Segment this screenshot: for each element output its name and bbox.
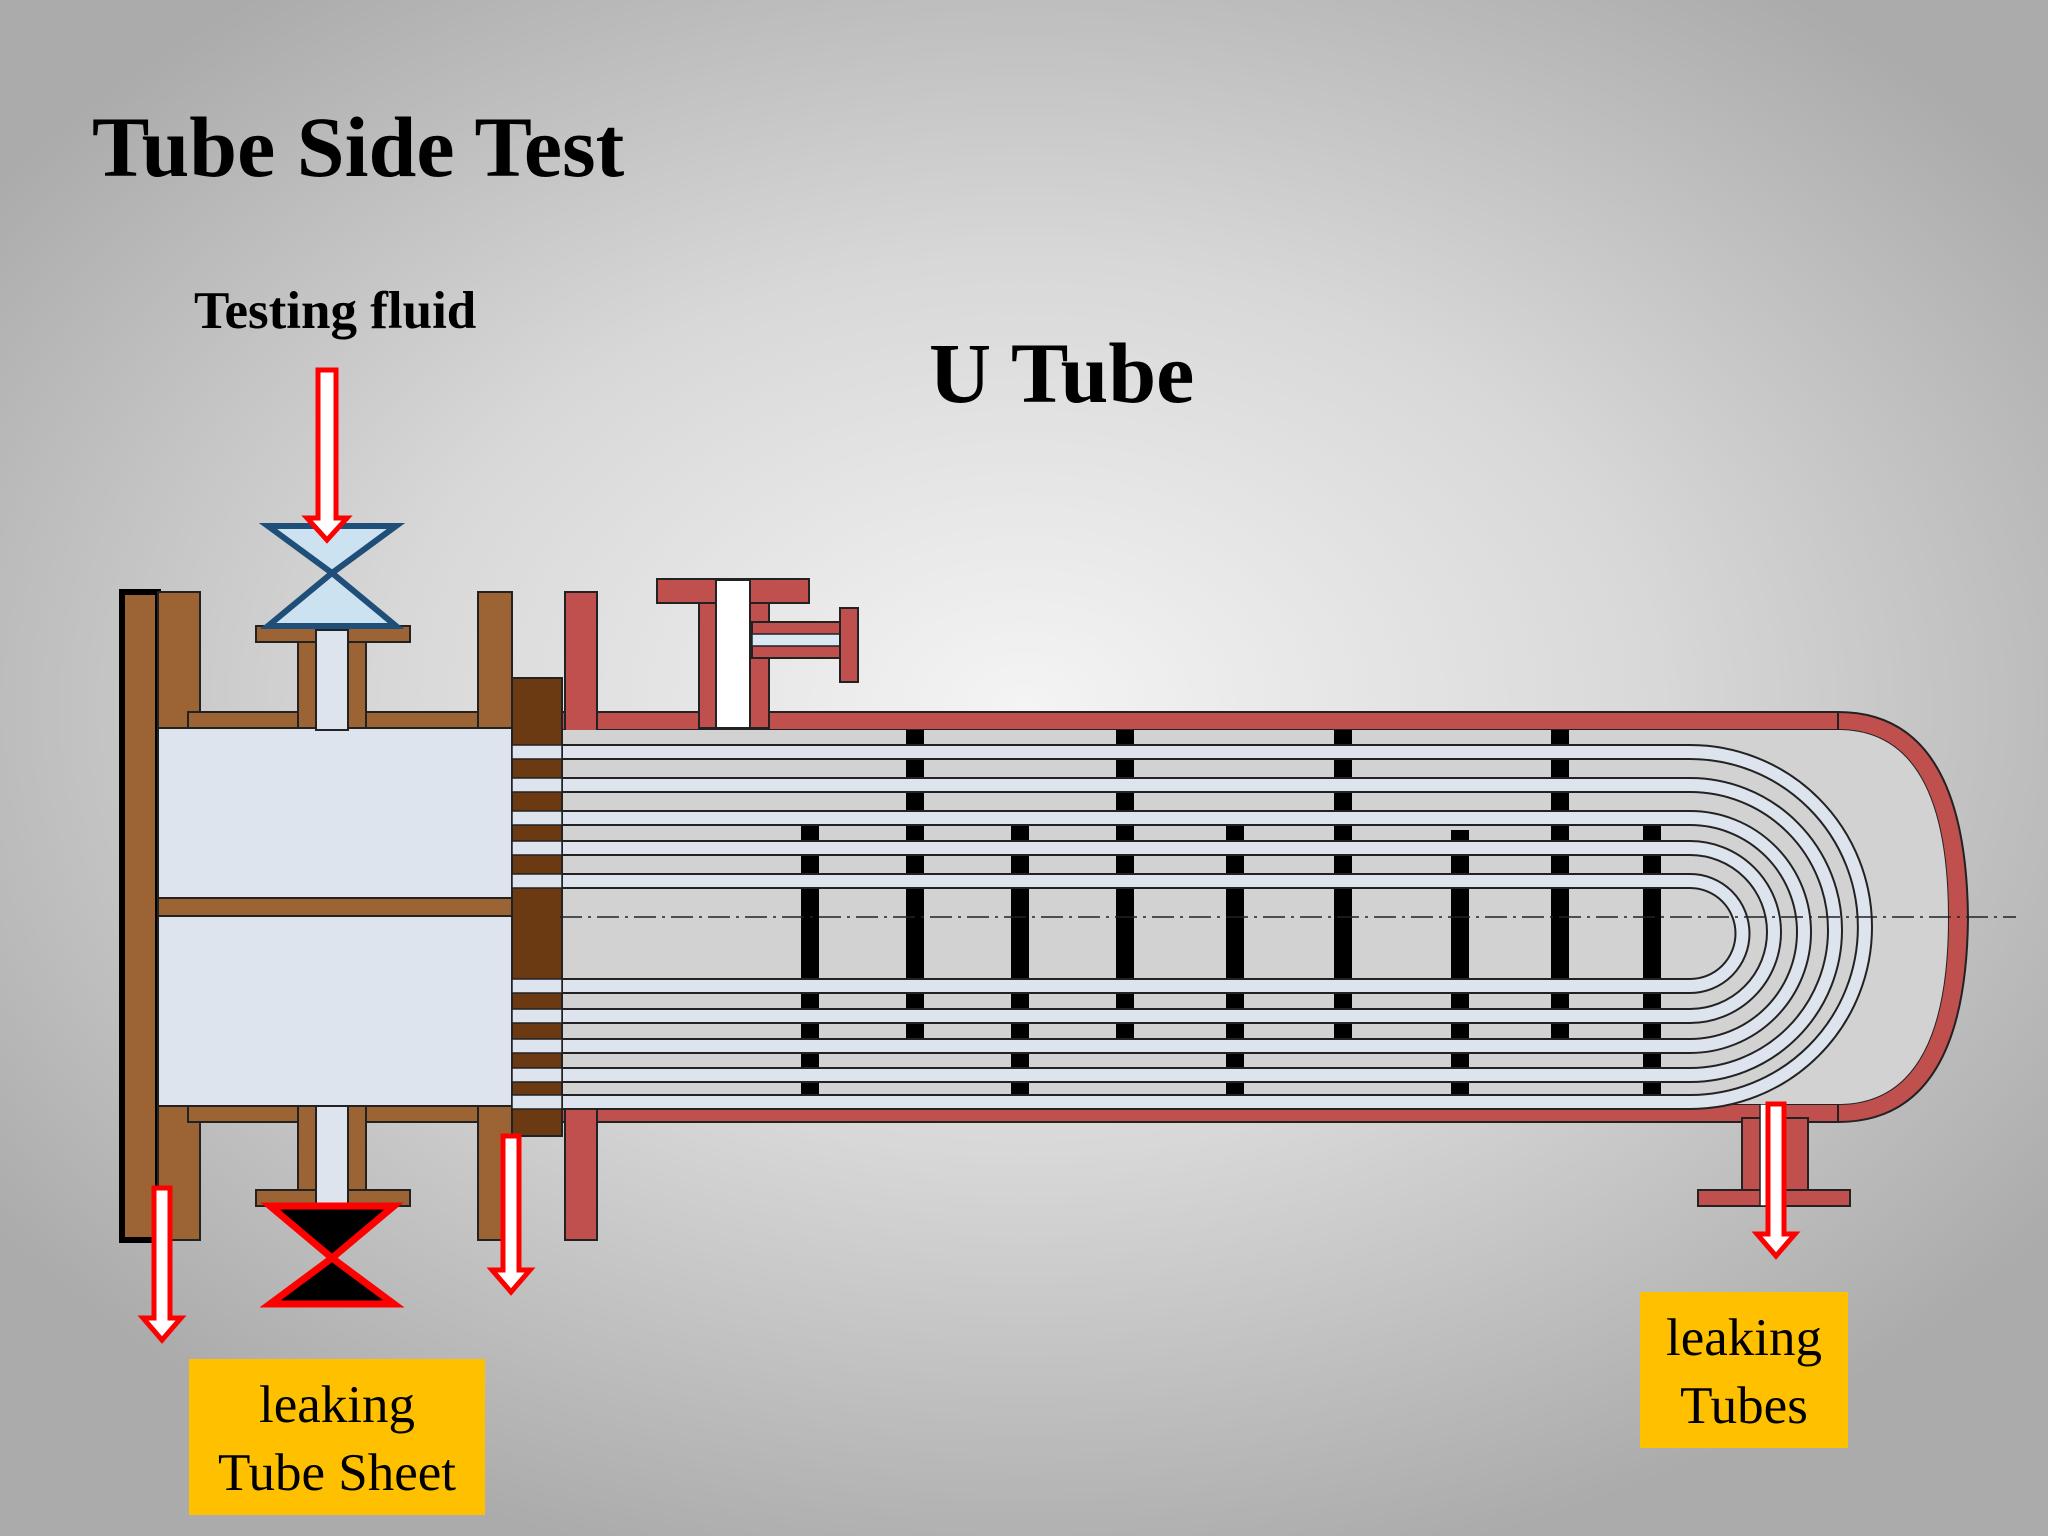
vent-flange [839, 607, 859, 683]
channel-chamber-lower [157, 915, 513, 1107]
tube-hole [511, 1038, 563, 1054]
inlet-valve-lower-wedge [259, 569, 405, 629]
tube-sheet-holes [511, 744, 563, 1110]
baffle [1011, 824, 1029, 1100]
tube-hole [511, 1008, 563, 1024]
inlet-bore [315, 629, 349, 731]
tube-hole [511, 810, 563, 826]
inlet-nozzle [255, 625, 411, 731]
channel-cover [119, 589, 161, 1243]
pass-partition [157, 897, 513, 917]
callout-leaking-tube-sheet: leaking Tube Sheet [189, 1359, 485, 1515]
tube-hole [511, 1094, 563, 1110]
tube-hole [511, 744, 563, 760]
inlet-valve-icon[interactable] [258, 523, 406, 629]
tube-hole [511, 777, 563, 793]
callout-tubes-line1: leaking [1666, 1309, 1822, 1367]
channel-chamber-upper [157, 727, 513, 899]
testing-fluid-label: Testing fluid [194, 282, 477, 340]
callout-tubes-line2: Tubes [1680, 1377, 1808, 1435]
baffle [801, 824, 819, 1100]
drain-valve-icon[interactable] [259, 1202, 405, 1308]
baffle [1451, 830, 1469, 1100]
callout-leaking-tubes: leaking Tubes [1640, 1292, 1848, 1448]
slide-title: Tube Side Test [92, 99, 625, 195]
callout-tube-sheet-line2: Tube Sheet [217, 1444, 457, 1502]
tube-hole [511, 1067, 563, 1083]
down-arrow-icon [137, 1185, 187, 1344]
tube-hole [511, 978, 563, 994]
baffle [1643, 824, 1661, 1100]
drain-valve-upper-wedge [260, 1202, 404, 1263]
callout-tube-sheet-line1: leaking [259, 1376, 415, 1434]
outlet-bore [315, 1105, 349, 1207]
down-arrow-icon [301, 367, 353, 544]
nozzle-bore [715, 579, 751, 729]
exchanger-type-label: U Tube [929, 325, 1195, 421]
u-tube [511, 810, 1812, 1054]
tube-hole [511, 873, 563, 889]
flow-arrows [137, 367, 1801, 1344]
u-tube [511, 873, 1751, 994]
tube-hole [511, 840, 563, 856]
tube-bundle [511, 730, 1948, 1110]
shell-side-nozzle [656, 578, 859, 729]
drain-valve-lower-wedge [259, 1253, 405, 1308]
channel-head [119, 589, 513, 1243]
down-arrow-icon [486, 1133, 536, 1296]
baffle [1226, 824, 1244, 1100]
down-arrow-icon [1751, 1101, 1801, 1260]
